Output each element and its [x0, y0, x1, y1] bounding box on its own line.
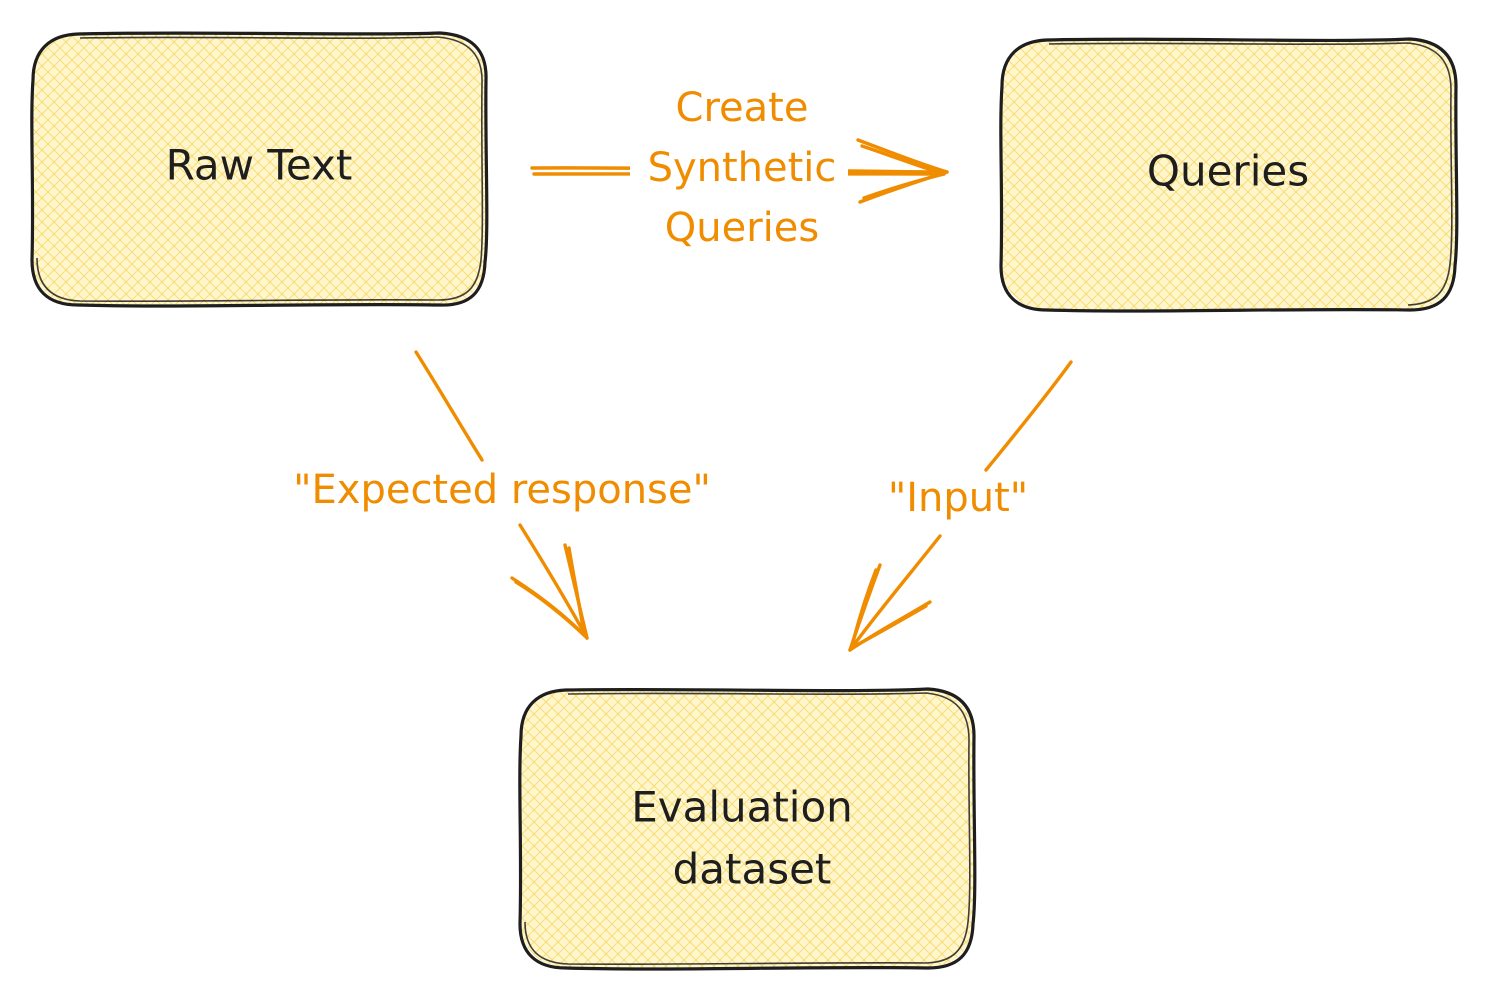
node-evaluation-dataset[interactable]: Evaluation dataset — [518, 687, 977, 971]
node-queries-label: Queries — [1147, 147, 1309, 196]
edge-create-synthetic-queries-label-line3: Queries — [665, 205, 819, 251]
edge-expected-response-label: "Expected response" — [293, 467, 711, 513]
node-evaluation-dataset-label-line2: dataset — [673, 845, 832, 894]
edge-create-synthetic-queries-label-line1: Create — [676, 85, 809, 131]
edge-expected-response[interactable]: "Expected response" — [293, 350, 711, 640]
node-evaluation-dataset-label-line1: Evaluation — [631, 783, 853, 832]
edge-create-synthetic-queries[interactable]: Create Synthetic Queries — [530, 85, 949, 251]
edge-create-synthetic-queries-label-line2: Synthetic — [648, 145, 837, 191]
node-raw-text[interactable]: Raw Text — [30, 31, 489, 308]
node-raw-text-label: Raw Text — [166, 141, 353, 190]
edge-input-label: "Input" — [888, 475, 1028, 521]
edge-input[interactable]: "Input" — [848, 360, 1073, 652]
node-queries[interactable]: Queries — [999, 37, 1459, 313]
